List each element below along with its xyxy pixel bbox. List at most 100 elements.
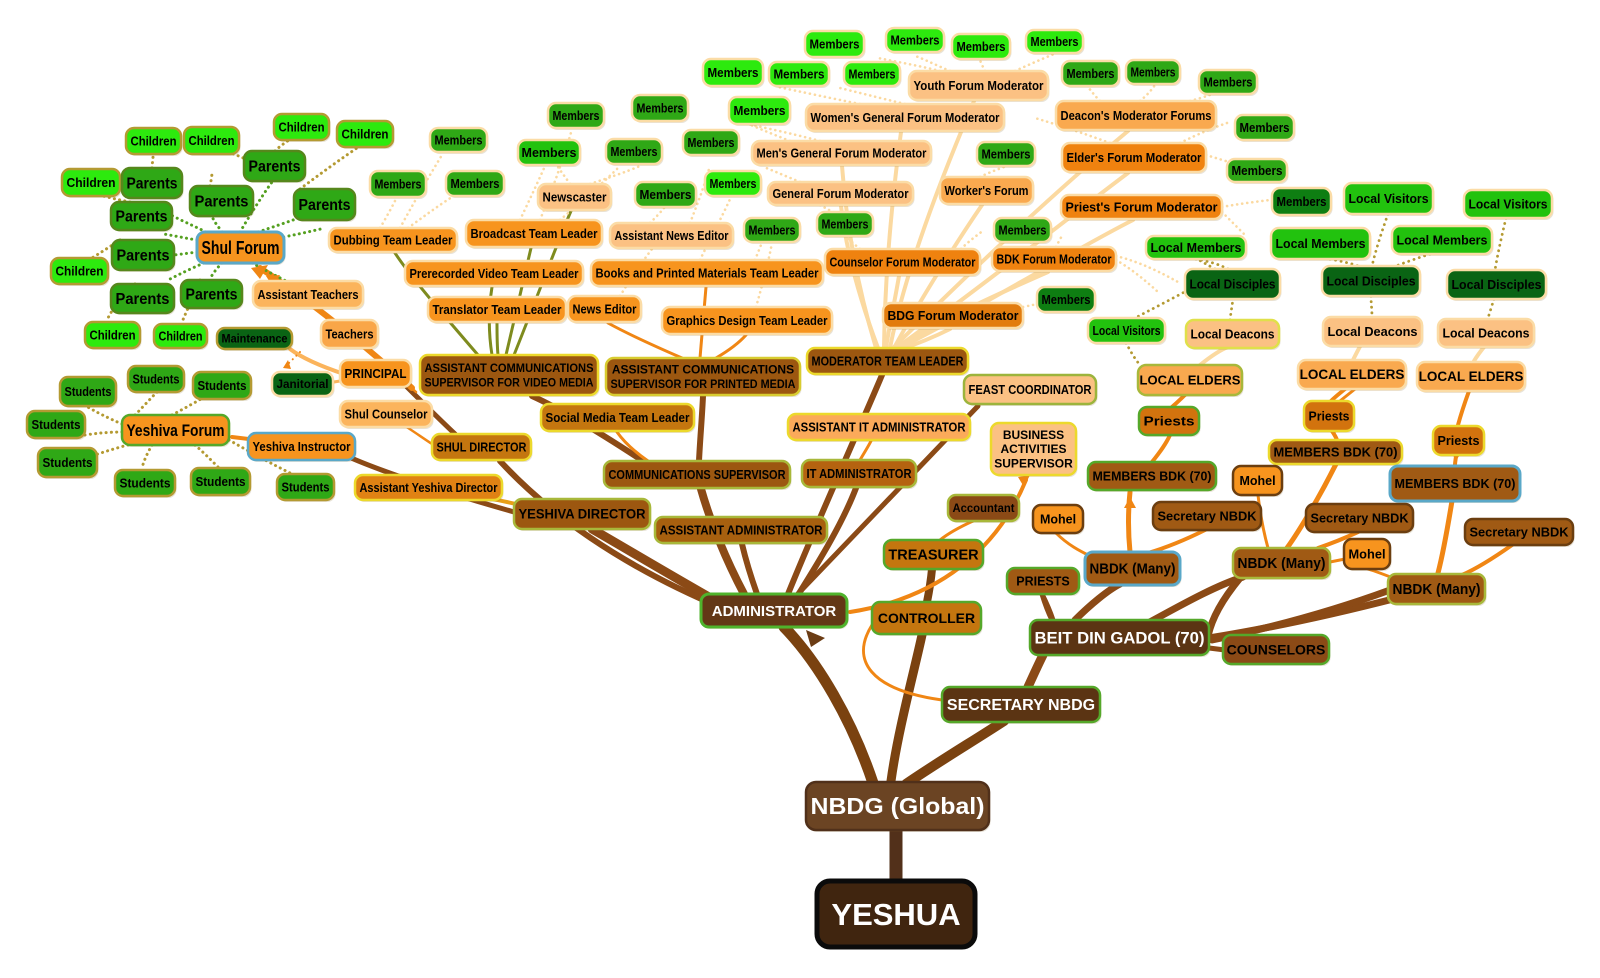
svg-text:Broadcast Team Leader: Broadcast Team Leader	[471, 227, 598, 241]
svg-text:Graphics Design Team Leader: Graphics Design Team Leader	[667, 314, 828, 328]
svg-text:Members: Members	[637, 101, 684, 115]
svg-text:ASSISTANT IT ADMINISTRATOR: ASSISTANT IT ADMINISTRATOR	[793, 420, 967, 435]
svg-text:Shul Forum: Shul Forum	[202, 238, 280, 258]
svg-text:NBDK (Many): NBDK (Many)	[1090, 562, 1176, 578]
svg-text:IT ADMINISTRATOR: IT ADMINISTRATOR	[807, 466, 913, 481]
svg-text:SUPERVISOR: SUPERVISOR	[994, 456, 1073, 470]
svg-text:YESHUA: YESHUA	[831, 897, 960, 932]
svg-text:Students: Students	[196, 475, 246, 489]
svg-text:Elder's Forum Moderator: Elder's Forum Moderator	[1067, 151, 1202, 165]
svg-text:Students: Students	[120, 476, 171, 490]
svg-text:Members: Members	[957, 40, 1006, 54]
svg-text:Janitorial: Janitorial	[277, 377, 329, 391]
svg-text:ASSISTANT COMMUNICATIONS: ASSISTANT COMMUNICATIONS	[612, 363, 794, 377]
svg-text:Parents: Parents	[127, 176, 178, 193]
svg-text:MEMBERS BDK (70): MEMBERS BDK (70)	[1093, 469, 1212, 484]
svg-text:Priests: Priests	[1144, 414, 1195, 428]
svg-text:COUNSELORS: COUNSELORS	[1227, 641, 1326, 657]
svg-text:Translator Team Leader: Translator Team Leader	[433, 303, 562, 317]
svg-text:Yeshiva Forum: Yeshiva Forum	[127, 421, 225, 440]
svg-text:Members: Members	[640, 188, 692, 202]
svg-text:Members: Members	[1131, 65, 1176, 79]
svg-text:Maintenance: Maintenance	[222, 334, 288, 346]
svg-text:Members: Members	[1067, 67, 1115, 81]
svg-text:Youth Forum Moderator: Youth Forum Moderator	[914, 79, 1044, 93]
svg-text:Priests: Priests	[1309, 409, 1350, 423]
svg-text:Local Deacons: Local Deacons	[1443, 326, 1530, 341]
svg-text:Prerecorded Video Team Leader: Prerecorded Video Team Leader	[410, 267, 579, 281]
svg-text:Members: Members	[710, 177, 757, 191]
svg-text:Local Visitors: Local Visitors	[1093, 324, 1161, 338]
svg-text:Local Members: Local Members	[1276, 236, 1366, 251]
svg-text:Secretary NBDK: Secretary NBDK	[1158, 509, 1257, 523]
svg-text:SUPERVISOR FOR PRINTED MEDIA: SUPERVISOR FOR PRINTED MEDIA	[611, 377, 796, 391]
svg-text:Books and Printed Materials Te: Books and Printed Materials Team Leader	[596, 266, 819, 280]
svg-text:Members: Members	[891, 33, 940, 47]
svg-text:Members: Members	[435, 133, 483, 147]
svg-text:BDG Forum Moderator: BDG Forum Moderator	[888, 308, 1019, 323]
svg-text:Children: Children	[189, 134, 235, 148]
svg-text:Local Visitors: Local Visitors	[1469, 197, 1548, 212]
svg-text:SUPERVISOR FOR VIDEO MEDIA: SUPERVISOR FOR VIDEO MEDIA	[425, 375, 594, 389]
svg-text:Members: Members	[553, 109, 600, 123]
svg-text:General Forum Moderator: General Forum Moderator	[773, 187, 909, 201]
svg-text:Members: Members	[822, 217, 869, 231]
svg-text:Dubbing Team Leader: Dubbing Team Leader	[334, 233, 453, 247]
svg-text:Local Members: Local Members	[1151, 241, 1242, 255]
svg-text:BEIT DIN GADOL (70): BEIT DIN GADOL (70)	[1035, 629, 1205, 648]
svg-text:CONTROLLER: CONTROLLER	[878, 610, 975, 626]
svg-text:Members: Members	[982, 147, 1031, 161]
svg-text:Secretary NBDK: Secretary NBDK	[1470, 525, 1569, 539]
svg-text:Mohel: Mohel	[1349, 547, 1386, 561]
svg-text:Members: Members	[1204, 75, 1253, 89]
svg-text:Parents: Parents	[195, 194, 249, 211]
svg-text:Mohel: Mohel	[1040, 512, 1076, 526]
svg-text:Students: Students	[133, 372, 180, 386]
svg-text:Members: Members	[375, 177, 422, 191]
svg-text:PRINCIPAL: PRINCIPAL	[345, 366, 407, 381]
svg-text:Mohel: Mohel	[1239, 474, 1275, 488]
svg-text:Members: Members	[1277, 195, 1327, 209]
svg-text:Students: Students	[43, 456, 93, 470]
svg-text:LOCAL ELDERS: LOCAL ELDERS	[1140, 373, 1241, 388]
svg-text:Men's General Forum Moderator: Men's General Forum Moderator	[757, 146, 927, 160]
svg-text:Members: Members	[688, 136, 735, 150]
svg-text:Local Deacons: Local Deacons	[1191, 327, 1275, 341]
svg-text:Accountant: Accountant	[953, 501, 1015, 515]
svg-text:Children: Children	[67, 176, 116, 190]
svg-text:Parents: Parents	[117, 248, 170, 265]
svg-text:Parents: Parents	[116, 291, 170, 308]
svg-text:News Editor: News Editor	[573, 302, 637, 316]
svg-text:Children: Children	[131, 134, 177, 148]
svg-text:Yeshiva Instructor: Yeshiva Instructor	[253, 440, 351, 454]
svg-text:ASSISTANT ADMINISTRATOR: ASSISTANT ADMINISTRATOR	[660, 523, 823, 537]
svg-text:Members: Members	[611, 145, 658, 159]
svg-text:Secretary NBDK: Secretary NBDK	[1311, 511, 1409, 525]
svg-text:Local Disciples: Local Disciples	[1327, 274, 1416, 289]
svg-text:MEMBERS BDK (70): MEMBERS BDK (70)	[1395, 476, 1516, 491]
svg-text:Members: Members	[810, 37, 860, 51]
svg-text:Assistant Teachers: Assistant Teachers	[258, 288, 359, 302]
svg-text:Priest's Forum Moderator: Priest's Forum Moderator	[1066, 200, 1218, 215]
svg-text:BUSINESS: BUSINESS	[1003, 428, 1064, 442]
svg-text:Parents: Parents	[116, 209, 168, 226]
svg-text:SECRETARY NBDG: SECRETARY NBDG	[947, 697, 1095, 714]
svg-text:Students: Students	[282, 480, 330, 494]
svg-text:Deacon's Moderator Forums: Deacon's Moderator Forums	[1061, 109, 1212, 123]
svg-text:Members: Members	[1042, 293, 1091, 307]
svg-text:Children: Children	[342, 127, 389, 141]
svg-text:PRIESTS: PRIESTS	[1016, 574, 1070, 588]
svg-text:Students: Students	[65, 385, 112, 399]
svg-text:Children: Children	[90, 328, 136, 342]
svg-text:Members: Members	[999, 223, 1047, 237]
svg-text:NBDK (Many): NBDK (Many)	[1238, 556, 1326, 572]
svg-text:Members: Members	[451, 177, 500, 191]
svg-text:Children: Children	[56, 264, 104, 278]
svg-text:Members: Members	[1240, 121, 1290, 135]
svg-text:FEAST COORDINATOR: FEAST COORDINATOR	[969, 382, 1093, 397]
svg-text:Students: Students	[198, 379, 247, 393]
svg-text:LOCAL ELDERS: LOCAL ELDERS	[1300, 367, 1405, 382]
svg-text:Assistant News Editor: Assistant News Editor	[615, 229, 729, 243]
svg-text:ADMINISTRATOR: ADMINISTRATOR	[712, 603, 837, 620]
svg-text:ACTIVITIES: ACTIVITIES	[1000, 442, 1066, 456]
